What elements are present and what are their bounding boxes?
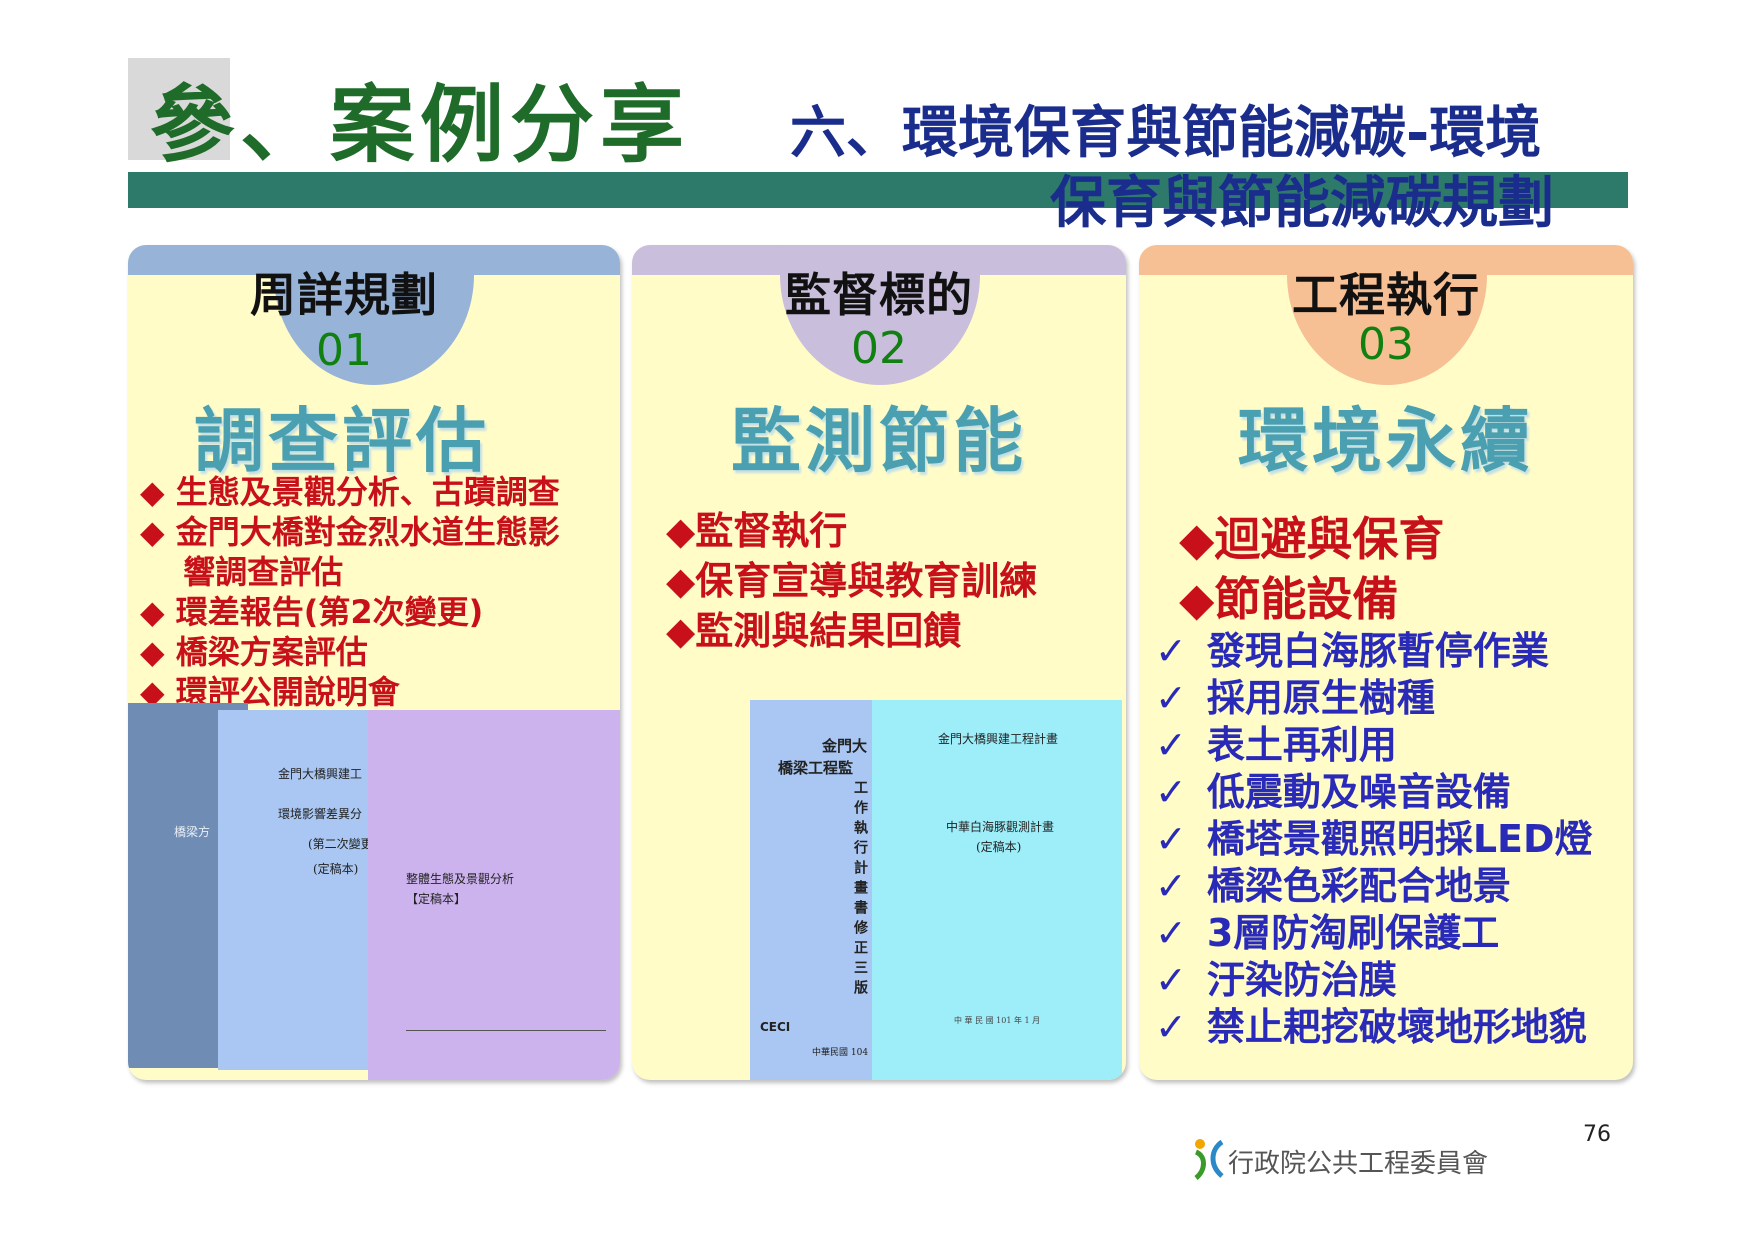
- panel-heading: 工程執行: [1292, 268, 1480, 322]
- doc-text: (定稿本): [313, 862, 359, 876]
- panel-heading: 監督標的: [785, 268, 973, 322]
- checklist-item: ✓3層防淘刷保護工: [1155, 911, 1500, 955]
- check-icon: ✓: [1155, 676, 1187, 720]
- list-item: ◆ 金門大橋對金烈水道生態影: [140, 513, 560, 551]
- doc-text: 橋梁工程監: [778, 759, 854, 777]
- organization-name: 行政院公共工程委員會: [1228, 1149, 1489, 1179]
- list-item: ◆ 生態及景觀分析、古蹟調查: [140, 473, 560, 511]
- doc-vertical-title: 工作執行計畫書修正三版: [852, 780, 868, 1000]
- title-divider-bar: [128, 172, 1628, 208]
- list-item: ◆迴避與保育: [1179, 512, 1445, 566]
- page-title: 參、案例分享: [150, 76, 691, 174]
- document-cover: 金門大橋興建工程計畫 中華白海豚觀測計畫 (定稿本) 中 華 民 國 101 年…: [872, 700, 1122, 1080]
- check-icon: ✓: [1155, 770, 1187, 814]
- checklist-item: ✓橋塔景觀照明採LED燈: [1155, 817, 1593, 861]
- checklist-item: ✓橋梁色彩配合地景: [1155, 864, 1511, 908]
- check-icon: ✓: [1155, 1005, 1187, 1049]
- pcc-logo-icon: [1192, 1136, 1226, 1180]
- list-item: ◆保育宣導與教育訓練: [666, 559, 1038, 603]
- checklist-item: ✓汙染防治膜: [1155, 958, 1397, 1002]
- doc-text: 環境影響差異分: [278, 807, 363, 821]
- panel-big-title: 監測節能: [731, 400, 1027, 482]
- checklist-item: ✓禁止耙挖破壞地形地貌: [1155, 1005, 1587, 1049]
- checklist-item: ✓採用原生樹種: [1155, 676, 1435, 720]
- doc-text: 橋梁方: [174, 825, 211, 839]
- page-subtitle-line1: 六、環境保育與節能減碳-環境: [790, 101, 1542, 166]
- doc-date: 中 華 民 國 101 年 1 月: [954, 1016, 1041, 1025]
- check-icon: ✓: [1155, 958, 1187, 1002]
- doc-title: 金門大橋興建工: [278, 767, 363, 781]
- document-cover: 整體生態及景觀分析 【定稿本】: [368, 710, 620, 1080]
- panel-number: 03: [1358, 319, 1414, 370]
- doc-text: (定稿本): [976, 840, 1022, 854]
- check-icon: ✓: [1155, 911, 1187, 955]
- panel-execution: 工程執行 03 環境永續 ◆迴避與保育 ◆節能設備 ✓發現白海豚暫停作業 ✓採用…: [1139, 245, 1633, 1080]
- list-item: 響調查評估: [140, 553, 344, 591]
- panel-big-title: 調查評估: [194, 400, 490, 482]
- panel-number: 01: [316, 325, 372, 376]
- doc-rule: [406, 1030, 606, 1031]
- list-item: ◆ 環差報告(第2次變更): [140, 593, 484, 631]
- doc-title: 金門大橋興建工程計畫: [938, 732, 1059, 746]
- doc-text: (第二次變更: [308, 837, 373, 851]
- panel-number: 02: [851, 323, 907, 374]
- title-highlight-box: [128, 58, 230, 160]
- panel-heading: 周詳規劃: [250, 268, 438, 322]
- document-cover: 金門大橋興建工 環境影響差異分 (第二次變更 (定稿本): [218, 710, 383, 1070]
- page-subtitle-line2: 保育與節能減碳規劃: [1050, 171, 1554, 236]
- doc-title: 金門大: [822, 737, 868, 755]
- document-cover: 金門大 橋梁工程監 工作執行計畫書修正三版 CECI 中華民國 104: [750, 700, 890, 1080]
- page-number: 76: [1583, 1122, 1611, 1147]
- checklist-item: ✓表土再利用: [1155, 723, 1397, 767]
- panel-planning: 周詳規劃 01 調查評估 ◆ 生態及景觀分析、古蹟調查 ◆ 金門大橋對金烈水道生…: [128, 245, 620, 1080]
- list-item: ◆監督執行: [666, 509, 848, 553]
- check-icon: ✓: [1155, 723, 1187, 767]
- list-item: ◆ 橋梁方案評估: [140, 633, 368, 671]
- doc-text: 【定稿本】: [406, 892, 467, 906]
- checklist-item: ✓低震動及噪音設備: [1155, 770, 1511, 814]
- list-item: ◆節能設備: [1179, 572, 1399, 626]
- check-icon: ✓: [1155, 864, 1187, 908]
- doc-title: 整體生態及景觀分析: [406, 872, 515, 886]
- check-icon: ✓: [1155, 817, 1187, 861]
- list-item: ◆監測與結果回饋: [666, 609, 962, 653]
- checklist-item: ✓發現白海豚暫停作業: [1155, 629, 1549, 673]
- panel-supervision: 監督標的 02 監測節能 ◆監督執行 ◆保育宣導與教育訓練 ◆監測與結果回饋 金…: [632, 245, 1126, 1080]
- doc-logo: CECI: [760, 1020, 791, 1034]
- panel-big-title: 環境永續: [1238, 400, 1534, 482]
- check-icon: ✓: [1155, 629, 1187, 673]
- doc-date: 中華民國 104: [812, 1048, 869, 1058]
- doc-text: 中華白海豚觀測計畫: [946, 820, 1055, 834]
